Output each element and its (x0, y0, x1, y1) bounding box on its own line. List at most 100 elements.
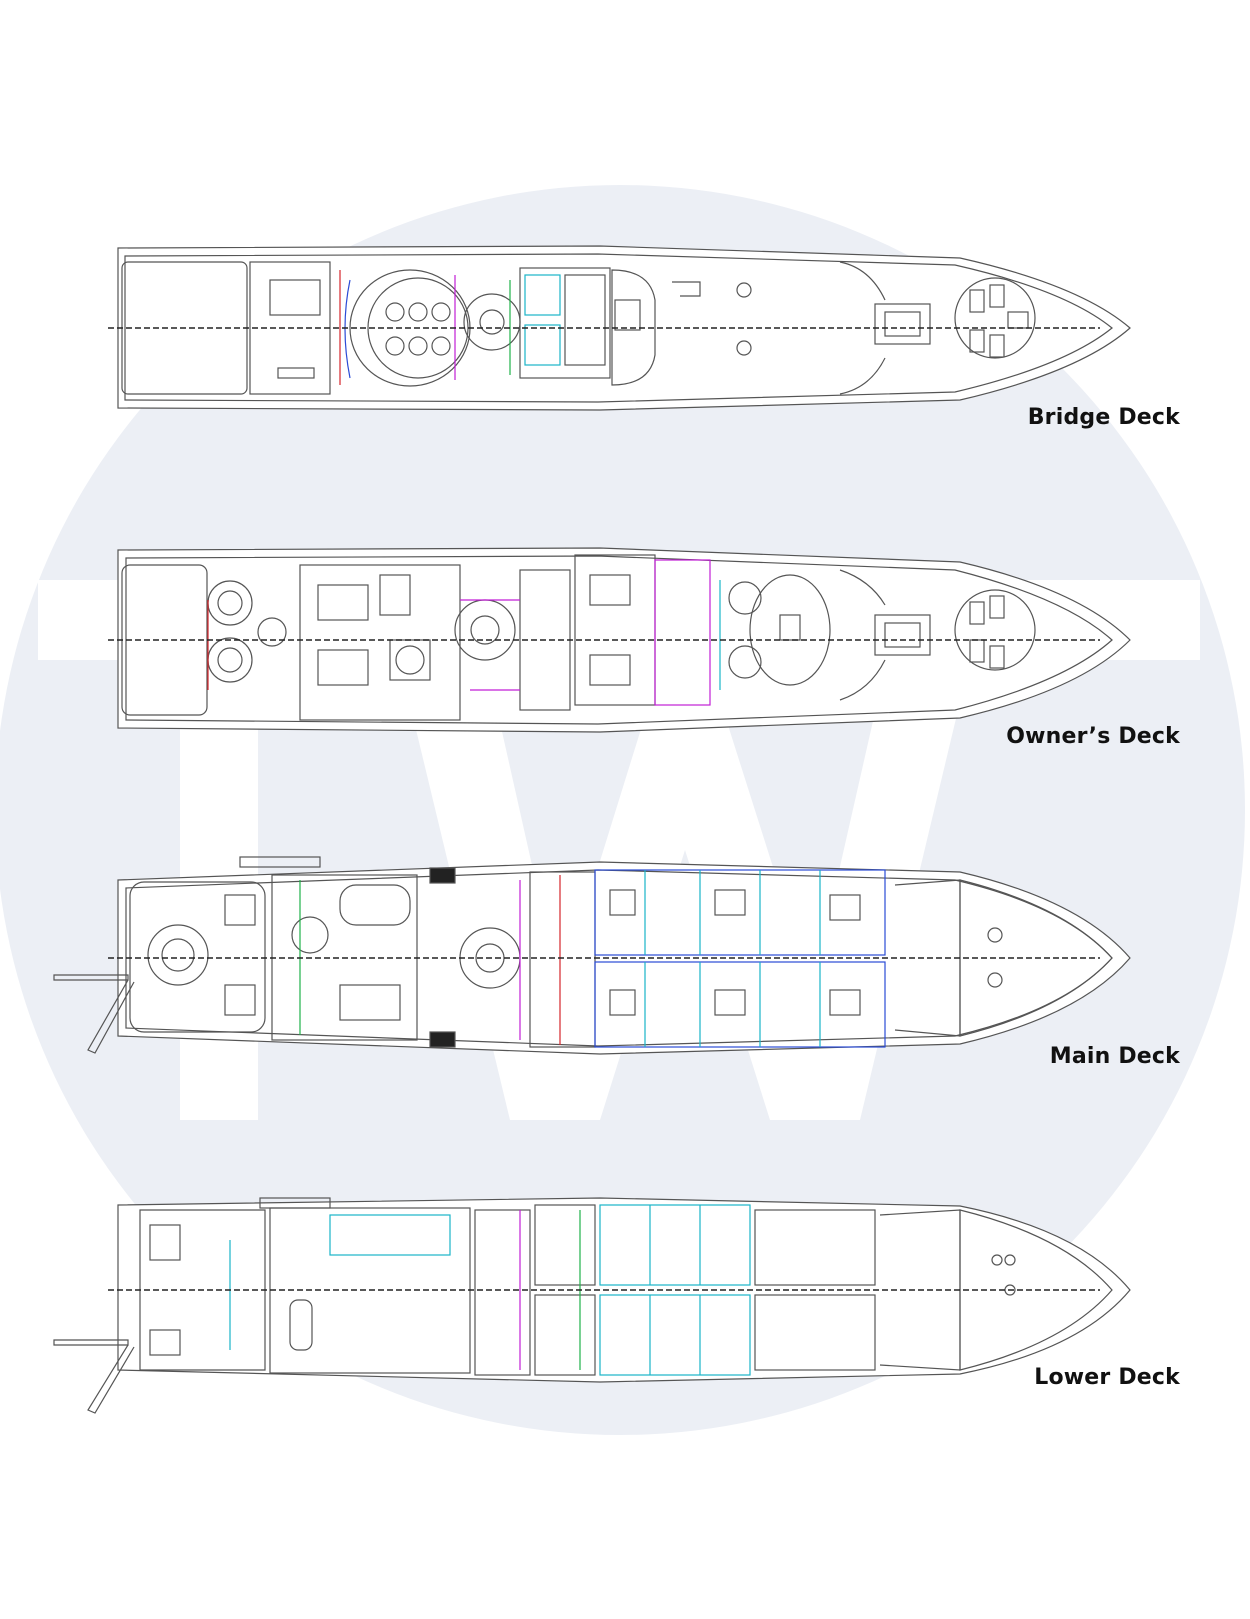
deck-label-main: Main Deck (1049, 1044, 1180, 1069)
main-aft-lounge (147, 924, 209, 986)
owner-fwd-seating (839, 569, 886, 606)
owner-observation-seat (779, 614, 801, 641)
owner-main-salon (299, 564, 461, 721)
owner-lounge-table (395, 645, 425, 675)
lower-cabins-starboard (599, 1294, 751, 1376)
owner-fwd-seating (839, 659, 886, 701)
bridge-lounger (989, 334, 1005, 358)
lower-cabins-port (599, 1204, 751, 1286)
owners-deck-plan (108, 547, 1131, 733)
owner-stair-core (470, 615, 500, 645)
lower-engine-room (474, 1209, 531, 1376)
deck-label-owner: Owner’s Deck (1006, 724, 1180, 749)
lower-gangway (259, 1197, 331, 1209)
lower-bow-compartment (959, 1209, 1113, 1371)
bridge-deck-plan (108, 245, 1131, 411)
owner-observation (749, 574, 831, 686)
owner-dining-table (317, 649, 369, 686)
owner-jacuzzi (728, 645, 762, 679)
main-dining-table (339, 884, 411, 926)
main-aft-lounge-inner (161, 938, 195, 972)
owner-cabinet (379, 574, 411, 616)
bridge-seat (431, 336, 451, 356)
bridge-lounger (989, 284, 1005, 308)
owner-hull-inner (125, 555, 1113, 725)
lower-beach-club (329, 1214, 451, 1256)
bridge-helm (614, 299, 641, 331)
bridge-seat (385, 302, 405, 322)
main-gangway (239, 856, 321, 868)
main-winch (987, 972, 1003, 988)
bridge-fwd-seating (839, 357, 886, 395)
main-boarding-ladder (87, 979, 135, 1054)
bridge-bow-seating (954, 277, 1036, 359)
bridge-stair (672, 281, 701, 297)
owner-aft-table (257, 617, 287, 647)
main-guest-cabins-starboard (594, 961, 886, 1048)
bridge-seat (385, 336, 405, 356)
deck-label-bridge: Bridge Deck (1027, 405, 1180, 430)
owner-lounger (989, 645, 1005, 669)
lower-cabin-dividers (649, 1205, 701, 1375)
main-bed (714, 889, 746, 916)
lower-fitting (991, 1254, 1003, 1266)
lower-aft-garage (139, 1209, 266, 1371)
main-aft-seat (224, 894, 256, 926)
lower-swim-platform (53, 1339, 129, 1346)
lower-storage (149, 1329, 181, 1356)
main-bed (609, 989, 636, 1016)
main-bed (714, 989, 746, 1016)
owner-lounger (989, 595, 1005, 619)
main-guest-cabins-port (594, 869, 886, 956)
lower-jet-ski (289, 1299, 313, 1351)
bridge-lounger (969, 289, 985, 313)
main-round-table (291, 916, 329, 954)
bridge-cabins (519, 267, 611, 379)
lower-fitting (1004, 1254, 1016, 1266)
main-lobby (529, 871, 596, 1048)
owner-bed (589, 654, 631, 686)
bridge-skylight (736, 282, 752, 298)
bridge-hot-tub (874, 303, 931, 345)
owner-aft-lounge-inner (217, 590, 243, 616)
watermark-letter-t (38, 580, 400, 1120)
owner-bow-seating (954, 589, 1036, 671)
deck-label-lower: Lower Deck (1034, 1365, 1180, 1390)
owner-aft-lounge-inner (217, 647, 243, 673)
bridge-table (269, 279, 321, 316)
main-bed (829, 989, 861, 1016)
main-lounge-sofa (339, 984, 401, 1021)
main-foredeck (959, 879, 1113, 1037)
bridge-stair-core (479, 309, 505, 335)
main-bed (829, 894, 861, 921)
lower-boarding-ladder (87, 1344, 135, 1414)
bridge-cabin-a (524, 274, 561, 316)
owner-bed (589, 574, 631, 606)
lower-deck-plan (53, 1197, 1131, 1414)
main-block (429, 867, 456, 884)
bridge-seat (408, 336, 428, 356)
owner-jacuzzi (728, 581, 762, 615)
bridge-skylight (736, 340, 752, 356)
bridge-seat (431, 302, 451, 322)
lower-crew-cabins (754, 1294, 876, 1371)
owner-bath (654, 559, 711, 706)
lower-stair (149, 1224, 181, 1261)
owner-dining-table (317, 584, 369, 621)
owner-hot-tub-inner (884, 622, 921, 648)
owner-hot-tub (874, 614, 931, 656)
lower-galley (534, 1294, 596, 1376)
main-aft-seat (224, 984, 256, 1016)
bridge-seat (408, 302, 428, 322)
bridge-cabin-b (524, 324, 561, 366)
bridge-lounger (969, 329, 985, 353)
main-deck-plan (53, 856, 1131, 1055)
main-winch (987, 927, 1003, 943)
main-cabin-dividers (644, 870, 821, 955)
lower-crew-mess (534, 1204, 596, 1286)
main-bed (609, 889, 636, 916)
bridge-hot-tub-inner (884, 311, 921, 337)
bridge-bench (277, 367, 315, 379)
main-cabin-dividers (644, 962, 821, 1047)
